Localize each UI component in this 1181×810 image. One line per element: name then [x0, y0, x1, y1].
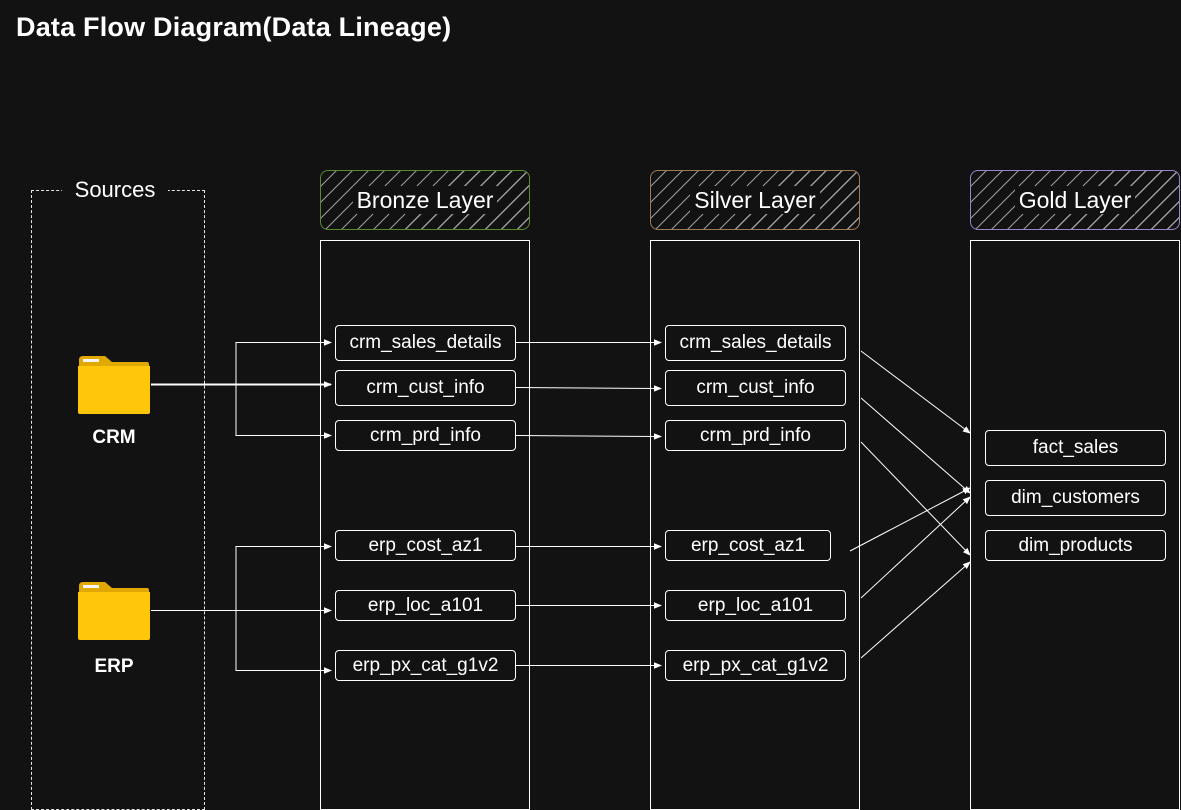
arrow-bronze-silver-crm-cust-info — [515, 385, 662, 392]
arrow-silver-gold-cust-info-to-dim-customers — [860, 397, 971, 494]
arrow-bronze-silver-crm-prd-info — [515, 433, 662, 440]
gold-table-dim-customers[interactable]: dim_customers — [985, 480, 1166, 516]
bronze-table-crm-sales-details[interactable]: crm_sales_details — [335, 325, 516, 361]
bronze-table-erp-px-cat-g1v2[interactable]: erp_px_cat_g1v2 — [335, 650, 516, 681]
erp-folder-icon[interactable] — [77, 580, 151, 640]
gold-layer-title: Gold Layer — [1014, 186, 1136, 214]
silver-layer-header: Silver Layer — [650, 170, 860, 230]
bronze-layer-title: Bronze Layer — [352, 186, 498, 214]
arrow-silver-gold-cost-az1-to-dim-customers — [849, 487, 971, 552]
arrow-silver-gold-loc-a101-to-dim-customers — [860, 496, 971, 599]
silver-layer-title: Silver Layer — [690, 186, 820, 214]
arrow-silver-gold-px-cat-to-dim-products — [860, 561, 971, 659]
silver-table-erp-px-cat-g1v2[interactable]: erp_px_cat_g1v2 — [665, 650, 846, 681]
silver-table-crm-sales-details[interactable]: crm_sales_details — [665, 325, 846, 361]
silver-table-erp-cost-az1[interactable]: erp_cost_az1 — [665, 530, 831, 561]
arrow-erp-to-erp-cost-az1 — [235, 543, 332, 611]
arrow-crm-to-crm-prd-info — [235, 384, 332, 439]
bronze-layer-header: Bronze Layer — [320, 170, 530, 230]
arrow-silver-gold-prd-info-to-dim-products — [860, 441, 971, 556]
crm-source-label: CRM — [92, 427, 136, 448]
bronze-table-crm-cust-info[interactable]: crm_cust_info — [335, 370, 516, 406]
page-title: Data Flow Diagram(Data Lineage) — [16, 12, 452, 42]
arrow-silver-gold-sales-to-fact-sales — [860, 350, 971, 434]
gold-table-dim-products[interactable]: dim_products — [985, 530, 1166, 561]
silver-table-erp-loc-a101[interactable]: erp_loc_a101 — [665, 590, 846, 621]
silver-table-crm-prd-info[interactable]: crm_prd_info — [665, 420, 846, 451]
sources-label: Sources — [62, 177, 168, 203]
crm-folder-icon[interactable] — [77, 354, 151, 414]
bronze-table-erp-loc-a101[interactable]: erp_loc_a101 — [335, 590, 516, 621]
bronze-table-crm-prd-info[interactable]: crm_prd_info — [335, 420, 516, 451]
arrow-erp-to-erp-px-cat-g1v2 — [235, 610, 332, 674]
silver-table-crm-cust-info[interactable]: crm_cust_info — [665, 370, 846, 406]
bronze-table-erp-cost-az1[interactable]: erp_cost_az1 — [335, 530, 516, 561]
lineage-arrows — [151, 339, 971, 674]
arrow-crm-to-crm-sales-details — [235, 339, 332, 385]
gold-table-fact-sales[interactable]: fact_sales — [985, 430, 1166, 466]
erp-source-label: ERP — [94, 656, 134, 677]
gold-layer-header: Gold Layer — [970, 170, 1180, 230]
